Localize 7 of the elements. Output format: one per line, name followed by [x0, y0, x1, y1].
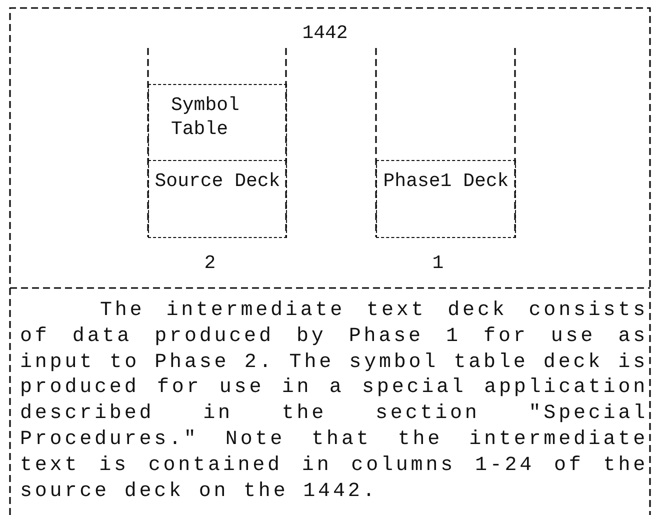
deck-box: Source Deck: [148, 160, 287, 238]
deck-box: Phase1 Deck: [376, 160, 516, 238]
description-paragraph: The intermediate text deck consists of data produced by Phase 1 for use as input to Phase 2. The symbol table deck is produced for use in a special application described in the section "Special Procedures." Note that the intermediate text is contained in columns 1-24 of the source deck on the 1442.: [20, 298, 648, 504]
device-label: 1442: [302, 22, 348, 44]
pocket-number-label: 2: [204, 252, 216, 274]
pocket-number-label: 1: [432, 252, 444, 274]
deck-box: Symbol Table: [148, 84, 287, 161]
